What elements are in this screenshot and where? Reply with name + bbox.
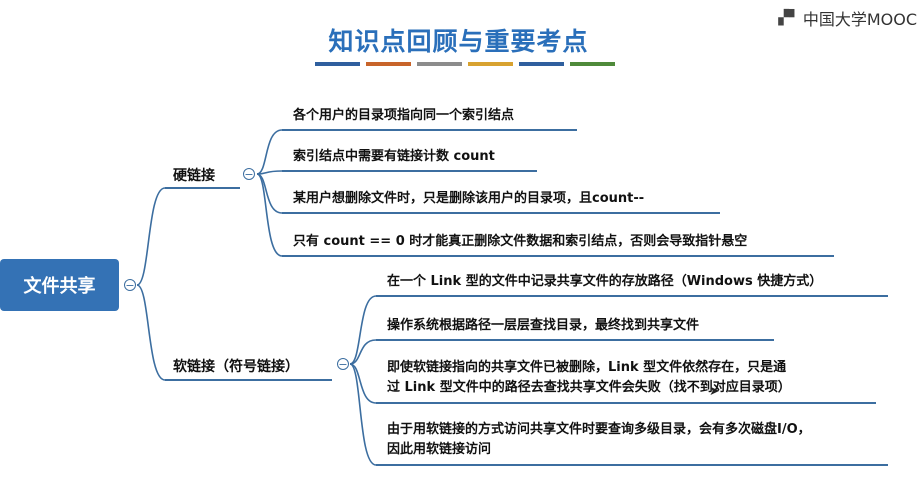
root-node[interactable]: 文件共享 <box>0 259 119 311</box>
title-bar-segment <box>315 62 360 66</box>
title-color-bar <box>315 62 615 66</box>
soft-item-3-underline <box>376 402 876 404</box>
hard-item-1-underline <box>282 129 577 131</box>
soft-item-4-line-1: 由于用软链接的方式访问共享文件时要查询多级目录，会有多次磁盘I/O， <box>387 422 811 437</box>
soft-item-2-underline <box>376 339 774 341</box>
connector-soft-item-1 <box>349 295 377 365</box>
mooc-logo: ▞▘ 中国大学MOOC <box>778 6 917 30</box>
page-title: 知识点回顾与重要考点 <box>328 27 589 56</box>
title-bar-segment <box>468 62 513 66</box>
soft-item-1-underline <box>376 295 888 297</box>
hard-item-3: 某用户想删除文件时，只是删除该用户的目录项，且count-- <box>293 191 645 206</box>
hard-item-4: 只有 count == 0 时才能真正删除文件数据和索引结点，否则会导致指针悬空 <box>293 234 748 249</box>
hard-item-3-underline <box>282 212 720 214</box>
mooc-logo-icon: ▞▘ <box>778 10 800 26</box>
branch-hard-link[interactable]: 硬链接 <box>173 168 215 184</box>
soft-collapse-icon[interactable]: − <box>337 358 349 371</box>
hard-collapse-icon[interactable]: − <box>243 168 255 181</box>
connector-hard-item-4 <box>256 173 283 257</box>
mooc-logo-text: 中国大学MOOC <box>802 10 917 29</box>
soft-item-3-line-1: 即使软链接指向的共享文件已被删除，Link 型文件依然存在，只是通 <box>387 360 787 375</box>
connector-hard-item-1 <box>256 129 283 175</box>
title-bar-segment <box>570 62 615 66</box>
hard-item-2-underline <box>282 170 537 172</box>
connector-soft-item-4 <box>349 363 377 466</box>
soft-item-1: 在一个 Link 型的文件中记录共享文件的存放路径（Windows 快捷方式） <box>387 274 823 289</box>
hard-item-4-underline <box>282 255 834 257</box>
connector-root-soft <box>136 284 166 381</box>
title-bar-segment <box>417 62 462 66</box>
branch-soft-link-underline <box>165 379 332 381</box>
mouse-cursor-icon: ➤ <box>709 384 720 399</box>
soft-item-4-line-2: 因此用软链接访问 <box>387 442 492 457</box>
hard-item-1: 各个用户的目录项指向同一个索引结点 <box>293 108 515 123</box>
soft-item-3-line-2: 过 Link 型文件中的路径去查找共享文件会失败（找不到对应目录项） <box>387 380 791 395</box>
soft-item-2: 操作系统根据路径一层层查找目录，最终找到共享文件 <box>387 318 700 333</box>
soft-item-4-underline <box>376 464 888 466</box>
title-bar-segment <box>519 62 564 66</box>
branch-hard-link-underline <box>165 187 240 189</box>
connector-root-hard <box>136 187 166 286</box>
title-bar-segment <box>366 62 411 66</box>
connector-soft-item-2 <box>349 339 377 365</box>
root-collapse-icon[interactable]: − <box>124 279 136 292</box>
hard-item-2: 索引结点中需要有链接计数 count <box>293 149 495 164</box>
branch-soft-link[interactable]: 软链接（符号链接） <box>173 359 299 375</box>
